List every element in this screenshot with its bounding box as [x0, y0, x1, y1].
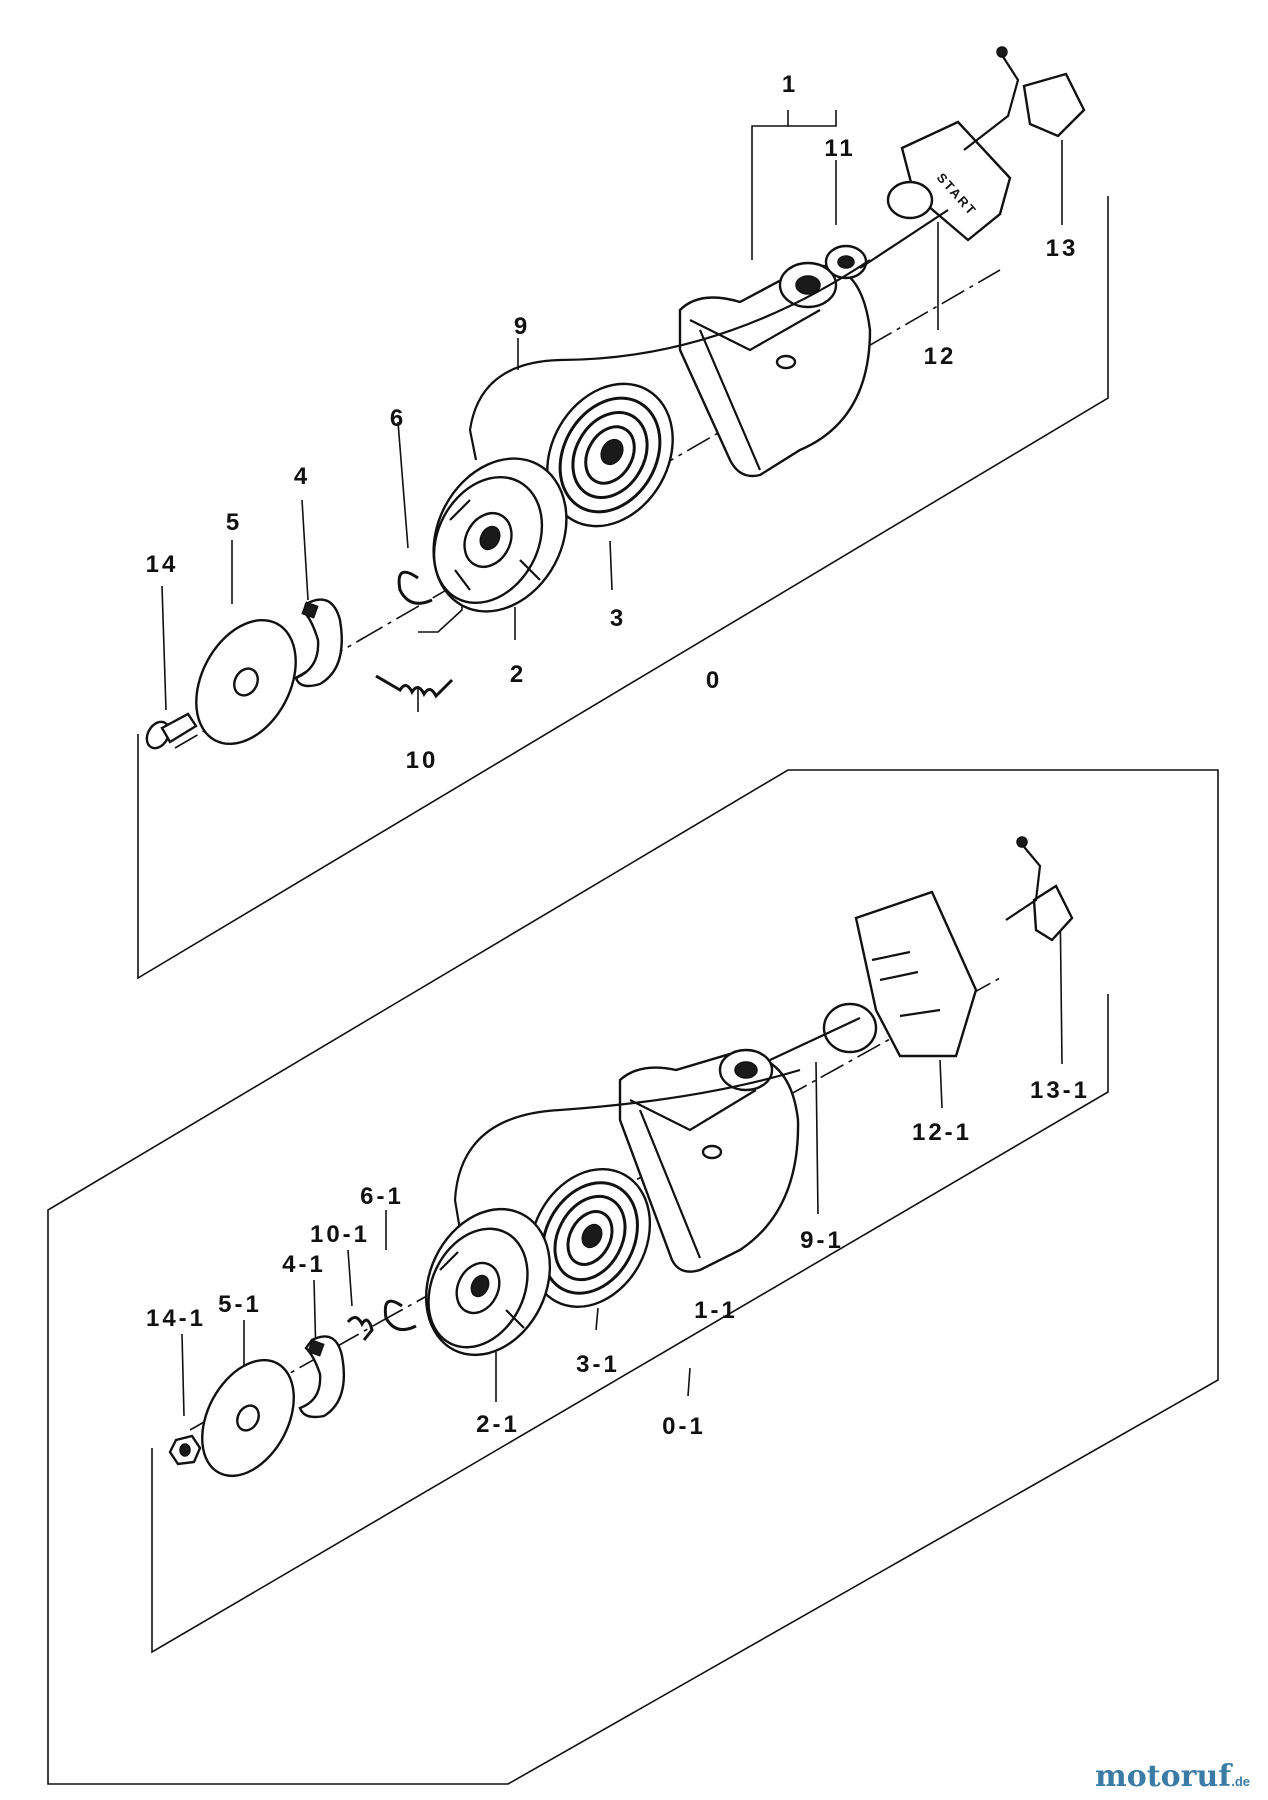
label-6: 6	[390, 405, 406, 432]
lower-nut	[168, 1434, 202, 1466]
label-13: 13	[1046, 235, 1079, 262]
upper-housing	[678, 264, 872, 478]
lower-recoil-spring	[528, 1168, 652, 1308]
upper-spring-10	[375, 674, 454, 699]
label-1-1: 1-1	[694, 1297, 738, 1324]
label-11: 11	[824, 135, 855, 162]
lower-boundary	[47, 769, 1219, 1785]
label-2: 2	[510, 661, 526, 688]
label-5-1: 5-1	[218, 1291, 262, 1318]
lower-reel	[424, 1207, 552, 1357]
upper-pawl	[294, 598, 343, 688]
lower-handle	[854, 890, 978, 1058]
upper-recoil-spring	[546, 382, 674, 528]
label-10-1: 10-1	[310, 1221, 370, 1248]
label-9-1: 9-1	[800, 1227, 844, 1254]
label-6-1: 6-1	[360, 1183, 404, 1210]
lower-pawl	[298, 1335, 346, 1419]
watermark-logo: motoruf.de	[1095, 1759, 1250, 1794]
label-3-1: 3-1	[576, 1351, 620, 1378]
label-0: 0	[706, 667, 722, 694]
label-13-1: 13-1	[1030, 1077, 1090, 1104]
watermark-tld: .de	[1231, 1774, 1250, 1789]
label-12-1: 12-1	[912, 1119, 972, 1146]
lower-spring-10	[346, 1316, 374, 1341]
label-2-1: 2-1	[476, 1411, 520, 1438]
label-9: 9	[514, 313, 530, 340]
lower-housing	[618, 1052, 800, 1273]
label-10: 10	[406, 747, 439, 774]
label-12: 12	[924, 343, 957, 370]
label-14-1: 14-1	[146, 1305, 206, 1332]
upper-assembly: START	[137, 46, 1109, 980]
label-0-1: 0-1	[662, 1413, 706, 1440]
label-1: 1	[782, 71, 798, 98]
upper-screw	[145, 712, 198, 750]
upper-reel	[432, 457, 568, 613]
lower-washer	[201, 1358, 295, 1478]
label-3: 3	[610, 605, 626, 632]
upper-clip	[397, 570, 433, 605]
label-14: 14	[146, 551, 179, 578]
label-5: 5	[226, 509, 242, 536]
label-4: 4	[294, 463, 310, 490]
watermark-name: motoruf	[1095, 1759, 1232, 1794]
lower-assembly: 13-1 12-1 9-1 1-1 3-1 0-1 2-1 6-1 10-1 4…	[47, 769, 1219, 1785]
upper-boundary	[137, 196, 1109, 980]
upper-washer	[195, 618, 297, 746]
lower-clip	[383, 1299, 417, 1332]
label-4-1: 4-1	[282, 1251, 326, 1278]
